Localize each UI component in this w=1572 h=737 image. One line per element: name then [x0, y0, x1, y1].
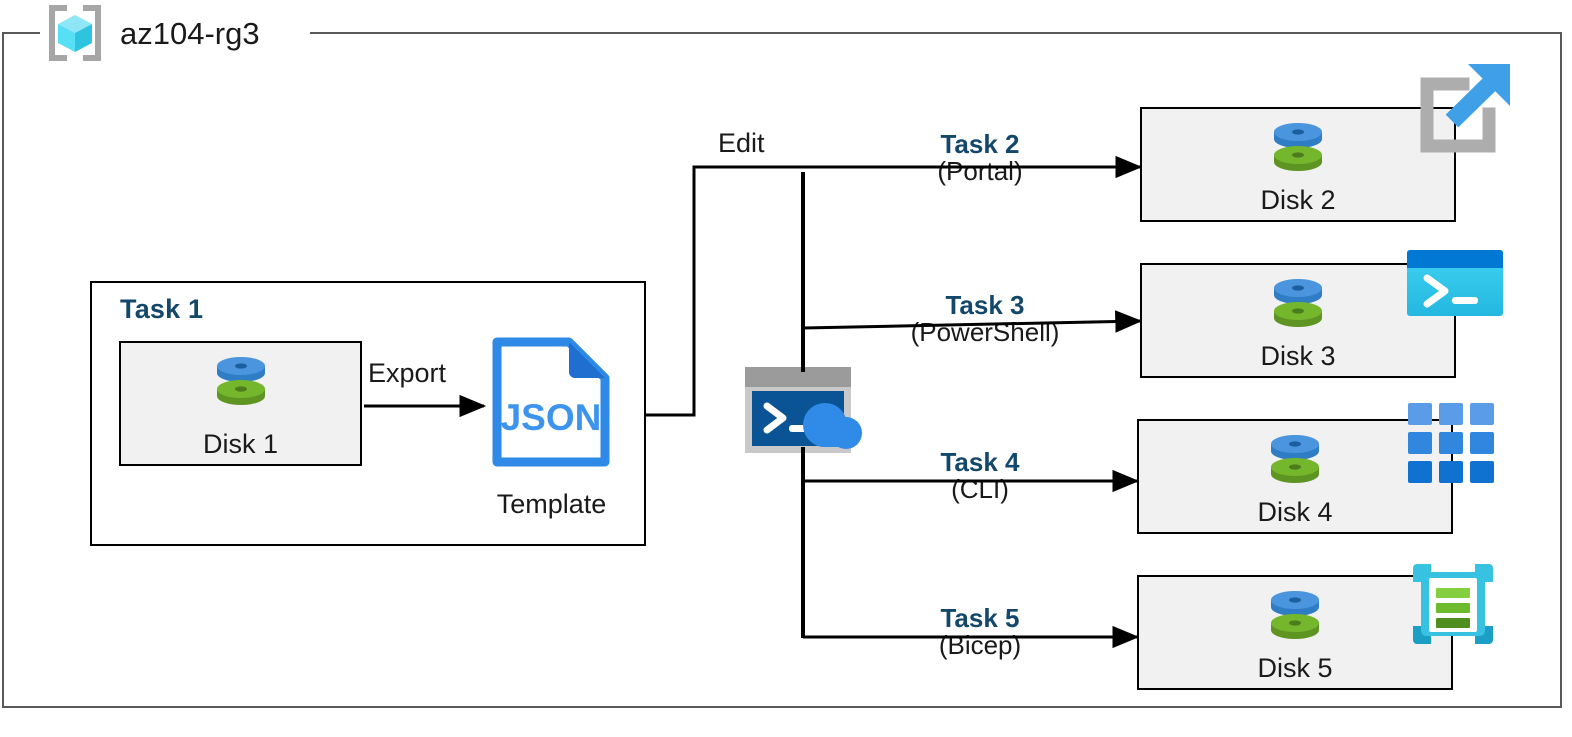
cloud-shell-icon[interactable] — [745, 367, 867, 457]
bicep-icon[interactable] — [1407, 558, 1499, 650]
resource-group-name: az104-rg3 — [120, 15, 260, 51]
task5-method: (Bicep) — [938, 630, 1022, 661]
export-label: Export — [368, 358, 447, 388]
task2-method: (Portal) — [937, 156, 1023, 187]
disk3-icon-slot — [1142, 275, 1454, 331]
resource-group-frame — [2, 32, 1562, 708]
disk5-card[interactable]: Disk 5 — [1137, 575, 1453, 690]
json-file-icon[interactable]: JSON — [489, 334, 613, 470]
managed-disk-icon — [1269, 587, 1321, 643]
disk4-label: Disk 4 — [1257, 497, 1333, 527]
task3-method: (PowerShell) — [910, 317, 1060, 348]
task4-title: Task 4 — [940, 447, 1020, 477]
managed-disk-icon — [215, 353, 267, 409]
resource-group-icon — [44, 5, 106, 61]
task4-method: (CLI) — [951, 474, 1009, 505]
edit-label: Edit — [718, 128, 765, 158]
powershell-icon[interactable] — [1407, 250, 1503, 316]
task5-edge-label: Task 5 (Bicep) — [845, 603, 1115, 661]
managed-disk-icon — [1272, 275, 1324, 331]
disk1-card[interactable]: Disk 1 — [119, 341, 362, 466]
disk4-icon-slot — [1139, 431, 1451, 487]
task1-label: Task 1 — [120, 294, 204, 324]
disk3-card[interactable]: Disk 3 — [1140, 263, 1456, 378]
task2-edge-label: Task 2 (Portal) — [845, 129, 1115, 187]
template-caption: Template — [496, 489, 607, 519]
task3-title: Task 3 — [945, 290, 1025, 320]
task3-edge-label: Task 3 (PowerShell) — [850, 290, 1120, 348]
disk2-icon-slot — [1142, 119, 1454, 175]
task4-edge-label: Task 4 (CLI) — [845, 447, 1115, 505]
disk3-label: Disk 3 — [1260, 341, 1336, 371]
managed-disk-icon — [1272, 119, 1324, 175]
resource-group-header: az104-rg3 — [44, 2, 260, 64]
disk2-card[interactable]: Disk 2 — [1140, 107, 1456, 222]
disk2-label: Disk 2 — [1260, 185, 1336, 215]
task5-title: Task 5 — [940, 603, 1020, 633]
disk4-card[interactable]: Disk 4 — [1137, 419, 1453, 534]
disk1-icon-slot — [121, 353, 360, 409]
task2-title: Task 2 — [940, 129, 1020, 159]
managed-disk-icon — [1269, 431, 1321, 487]
azure-portal-icon[interactable] — [1405, 62, 1517, 168]
svg-text:JSON: JSON — [501, 397, 602, 438]
disk1-label: Disk 1 — [202, 429, 278, 459]
disk5-icon-slot — [1139, 587, 1451, 643]
disk5-label: Disk 5 — [1257, 653, 1333, 683]
azure-cli-icon[interactable] — [1408, 403, 1494, 485]
